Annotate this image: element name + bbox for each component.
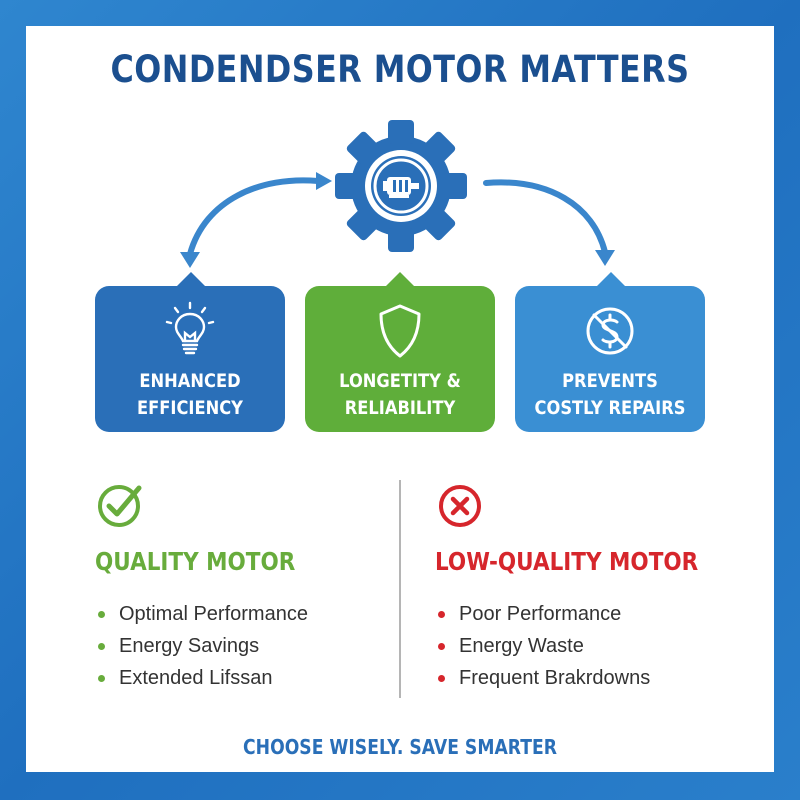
list-item: Frequent Brakrdowns <box>435 662 741 694</box>
arrow-left-tail-head <box>316 172 332 190</box>
benefit-card-reliability: LONGETITY & RELIABILITY <box>305 272 495 432</box>
benefit-card-repairs: PREVENTS COSTLY REPAIRS <box>515 272 705 432</box>
quality-motor-title: QUALITY MOTOR <box>95 547 296 576</box>
arrow-left-head <box>180 252 200 268</box>
low-quality-motor-column: LOW-QUALITY MOTOR Poor Performance Energ… <box>435 480 741 694</box>
quality-motor-column: QUALITY MOTOR Optimal Performance Energy… <box>95 480 328 694</box>
card-pointer <box>175 272 207 288</box>
benefit-label: ENHANCED EFFICIENCY <box>137 371 243 419</box>
quality-motor-list: Optimal Performance Energy Savings Exten… <box>95 598 328 694</box>
benefit-card-efficiency: ENHANCED EFFICIENCY <box>95 272 285 432</box>
bullet-dot <box>98 674 105 682</box>
gear-motor-icon <box>335 120 467 252</box>
benefit-label: LONGETITY & RELIABILITY <box>339 371 461 419</box>
check-circle-icon <box>98 485 142 527</box>
no-dollar-icon <box>515 300 705 362</box>
list-item: Poor Performance <box>435 598 741 630</box>
card-pointer <box>595 272 627 288</box>
benefit-label: PREVENTS COSTLY REPAIRS <box>534 371 686 419</box>
bullet-dot <box>438 674 445 682</box>
page-title: CONDENDSER MOTOR MATTERS <box>110 48 690 91</box>
list-item: Energy Savings <box>95 630 328 662</box>
arrow-right <box>483 179 608 255</box>
bullet-dot <box>438 642 445 650</box>
shield-icon <box>305 300 495 362</box>
arrow-left <box>187 177 321 257</box>
bullet-dot <box>438 610 445 618</box>
lightbulb-icon <box>95 300 285 362</box>
list-item: Energy Waste <box>435 630 741 662</box>
comparison-divider <box>399 480 401 698</box>
x-circle-icon <box>439 485 481 527</box>
low-quality-motor-title: LOW-QUALITY MOTOR <box>435 547 699 576</box>
list-item: Extended Lifssan <box>95 662 328 694</box>
bullet-dot <box>98 610 105 618</box>
footer-tagline: CHOOSE WISELY. SAVE SMARTER <box>243 735 557 759</box>
card-pointer <box>384 272 416 288</box>
low-quality-motor-list: Poor Performance Energy Waste Frequent B… <box>435 598 741 694</box>
list-item: Optimal Performance <box>95 598 328 630</box>
bullet-dot <box>98 642 105 650</box>
arrow-right-head <box>595 250 615 266</box>
